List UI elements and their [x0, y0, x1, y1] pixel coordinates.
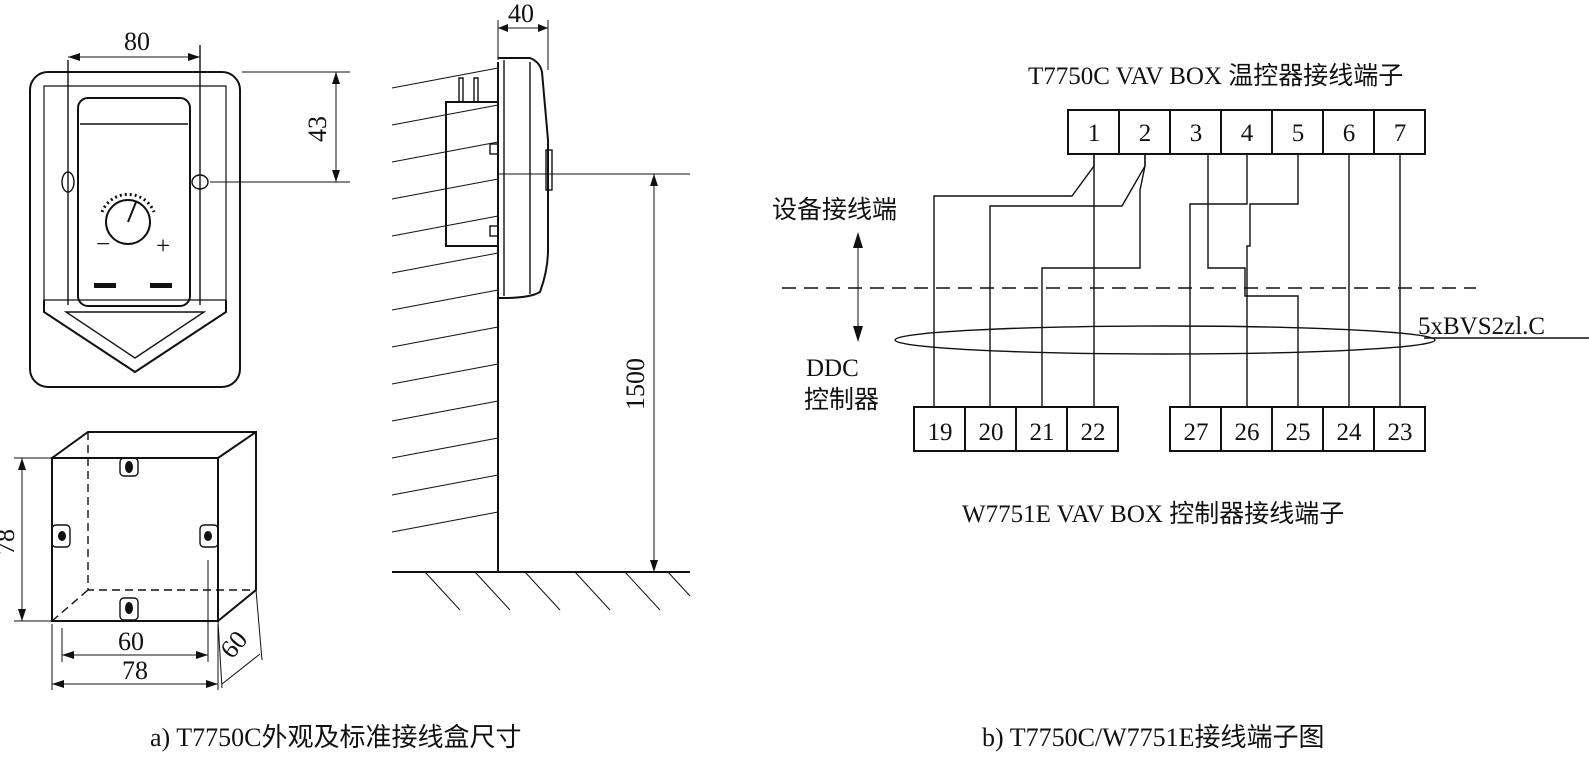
bottom-terminal-21: 21	[1030, 419, 1055, 446]
box-lug-right	[199, 524, 219, 548]
wire-1-to-19	[933, 154, 1095, 407]
floor-hatching	[424, 571, 691, 611]
wire-4-to-27	[1189, 154, 1248, 407]
controller-label: 控制器	[804, 386, 879, 414]
ddc-label: DDC	[806, 355, 859, 382]
bottom-terminal-24: 24	[1337, 419, 1363, 446]
bottom-terminal-25: 25	[1286, 419, 1311, 446]
cable-label: 5xBVS2zl.C	[1418, 313, 1545, 340]
box-inner-width-dimension: 60	[61, 560, 209, 662]
top-terminal-5: 5	[1292, 120, 1305, 147]
front-height-dimension: 43	[210, 71, 350, 183]
bottom-terminal-23: 23	[1388, 419, 1413, 446]
bottom-terminal-22: 22	[1081, 419, 1106, 446]
box-inner-width-value: 60	[118, 627, 144, 656]
box-outer-width-dimension: 78	[51, 624, 219, 690]
cable-bundle-ellipse	[894, 325, 1436, 355]
mount-height-value: 1500	[621, 358, 650, 410]
plus-sign: +	[156, 233, 170, 260]
box-lug-left	[51, 524, 71, 548]
mount-height-dimension: 1500	[621, 174, 658, 572]
bottom-terminal-19: 19	[928, 419, 953, 446]
bottom-terminal-27: 27	[1184, 419, 1209, 446]
t7750c-terminal-title: T7750C VAV BOX 温控器接线端子	[1028, 62, 1403, 90]
box-height-value: 78	[0, 529, 20, 555]
side-arrow	[853, 232, 863, 342]
caption-a: a) T7750C外观及标准接线盒尺寸	[150, 723, 521, 752]
bottom-terminal-26: 26	[1235, 419, 1260, 446]
top-terminal-1: 1	[1088, 120, 1101, 147]
bottom-terminal-strip-left: 19 20 21 22	[913, 406, 1119, 452]
box-outer-width-value: 78	[122, 656, 148, 685]
wire-2-to-20	[989, 154, 1146, 407]
top-terminal-2: 2	[1139, 120, 1152, 147]
thermostat-side-view	[391, 57, 691, 611]
box-height-dimension: 78	[0, 457, 52, 622]
front-height-value: 43	[303, 116, 332, 142]
top-terminal-4: 4	[1241, 120, 1254, 147]
box-lug-bottom	[119, 597, 139, 621]
wiring-connections	[933, 154, 1401, 407]
top-terminal-7: 7	[1394, 120, 1407, 147]
side-depth-dimension: 40	[497, 0, 549, 70]
caption-b: b) T7750C/W7751E接线端子图	[982, 723, 1325, 752]
top-terminal-3: 3	[1190, 120, 1203, 147]
front-width-value: 80	[124, 27, 150, 56]
box-lug-top	[119, 457, 139, 477]
wire-3-to-25	[1207, 154, 1299, 407]
front-width-dimension: 80	[68, 27, 200, 61]
thermostat-front-view: − +	[29, 45, 241, 388]
top-terminal-strip: 1 2 3 4 5 6 7	[1067, 109, 1426, 155]
bottom-terminal-strip-right: 27 26 25 24 23	[1169, 406, 1426, 452]
side-depth-value: 40	[508, 0, 534, 28]
wire-2-to-21	[1041, 154, 1146, 407]
mounting-box	[51, 431, 257, 622]
w7751e-terminal-title: W7751E VAV BOX 控制器接线端子	[962, 500, 1344, 528]
top-terminal-6: 6	[1343, 120, 1356, 147]
device-side-label: 设备接线端	[772, 196, 897, 224]
minus-sign: −	[96, 231, 110, 258]
bottom-terminal-20: 20	[979, 419, 1004, 446]
wire-5-to-26	[1246, 154, 1299, 407]
